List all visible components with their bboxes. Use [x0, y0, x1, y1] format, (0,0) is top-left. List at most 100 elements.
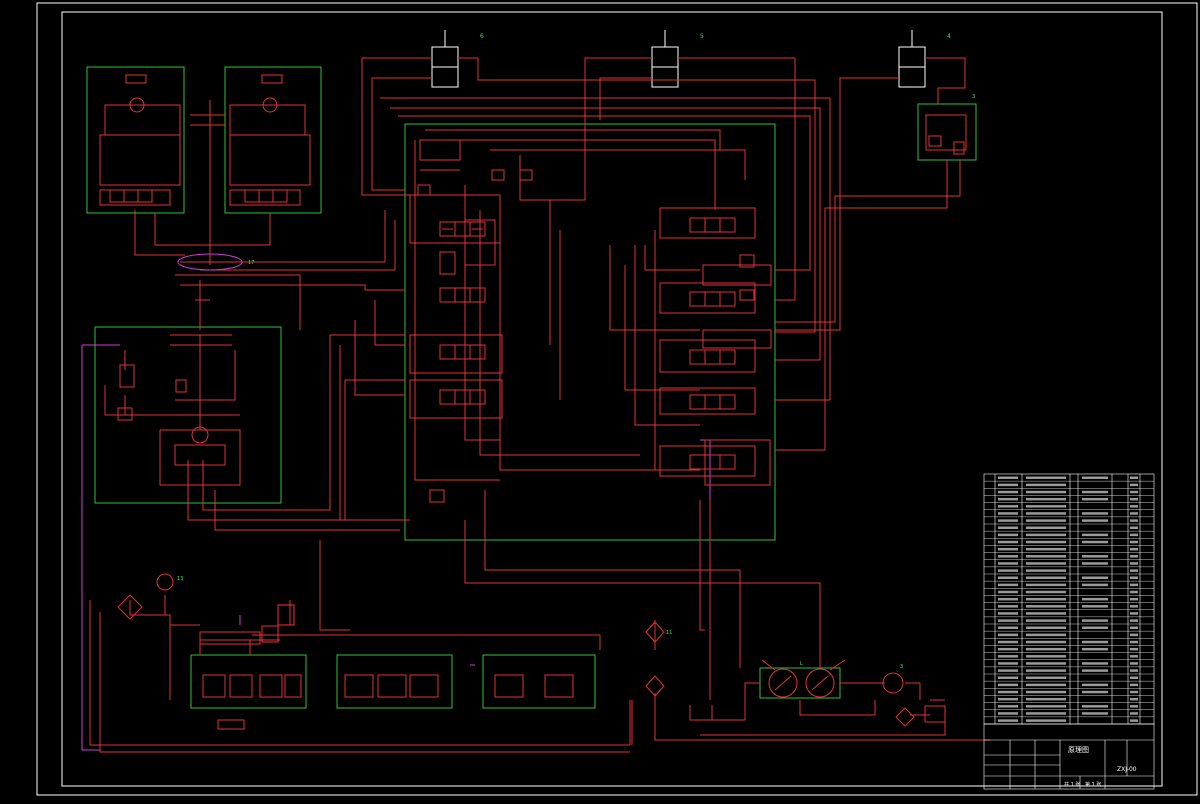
table-cell-mark: [1130, 676, 1138, 679]
table-cell-mark: [1130, 597, 1138, 601]
table-cell-mark: [1026, 662, 1066, 665]
valve-right-col-2: [689, 291, 736, 307]
table-cell-mark: [998, 612, 1018, 615]
table-cell-mark: [998, 512, 1018, 515]
drawing-number: ZXJ-00: [1117, 766, 1137, 773]
table-cell-mark: [998, 576, 1018, 579]
table-cell-mark: [1082, 540, 1108, 544]
table-cell-mark: [1026, 626, 1066, 629]
pump-group-label: L: [800, 661, 803, 667]
table-cell-mark: [998, 547, 1018, 551]
valve-left-col-4: [439, 389, 486, 405]
parts-list-rows: [984, 480, 1154, 718]
table-cell-mark: [1026, 483, 1066, 487]
table-cell-mark: [998, 669, 1018, 672]
table-cell-mark: [1026, 490, 1066, 494]
valve-right-col-3: [689, 349, 736, 365]
table-cell-mark: [1130, 605, 1138, 608]
table-cell-mark: [1026, 497, 1066, 501]
table-cell-mark: [1082, 597, 1108, 601]
pipe-bus: [177, 253, 243, 271]
table-cell-mark: [1026, 655, 1066, 658]
table-cell-mark: [998, 490, 1018, 494]
valve-right-col-4: [689, 394, 736, 410]
drawing-title: 原理图: [1068, 746, 1089, 754]
pump-1: [768, 668, 798, 698]
table-cell-mark: [1130, 583, 1138, 587]
table-cell-mark: [1026, 683, 1066, 687]
table-cell-mark: [1026, 676, 1066, 679]
table-cell-mark: [1026, 476, 1066, 479]
table-cell-mark: [1130, 697, 1138, 701]
table-cell-mark: [1026, 612, 1066, 615]
table-cell-mark: [998, 705, 1018, 708]
table-cell-mark: [1130, 519, 1138, 522]
table-cell-mark: [1026, 547, 1066, 551]
table-cell-mark: [1130, 633, 1138, 637]
valve-right-col-1: [689, 217, 736, 233]
pump-2: [805, 668, 835, 698]
table-cell-mark: [1082, 640, 1108, 644]
table-cell-mark: [998, 676, 1018, 679]
table-cell-mark: [1130, 490, 1138, 494]
table-cell-mark: [1130, 669, 1138, 672]
table-cell-mark: [1130, 562, 1138, 565]
valve-left-col-3: [439, 344, 486, 360]
table-cell-mark: [1026, 669, 1066, 672]
table-cell-mark: [1026, 597, 1066, 601]
table-cell-mark: [1082, 555, 1108, 558]
table-cell-mark: [1082, 497, 1108, 501]
table-cell-mark: [1130, 612, 1138, 615]
cylinder-b: [651, 30, 679, 88]
table-cell-mark: [1026, 705, 1066, 708]
table-cell-mark: [1026, 633, 1066, 637]
table-cell-mark: [1082, 562, 1108, 565]
table-cell-mark: [998, 619, 1018, 622]
table-cell-mark: [1026, 519, 1066, 522]
table-cell-mark: [1130, 540, 1138, 544]
table-cell-mark: [1026, 576, 1066, 579]
table-cell-mark: [998, 647, 1018, 651]
table-cell-mark: [998, 605, 1018, 608]
group-pump-pair: [759, 667, 841, 699]
table-cell-mark: [1130, 719, 1138, 722]
table-cell-mark: [1026, 569, 1066, 572]
accumulator-label: 13: [177, 576, 183, 582]
table-cell-mark: [998, 562, 1018, 565]
table-cell-mark: [1130, 505, 1138, 508]
table-cell-mark: [1082, 605, 1108, 608]
table-cell-mark: [998, 476, 1018, 479]
table-cell-mark: [1082, 533, 1108, 537]
table-cell-mark: [1082, 476, 1108, 479]
table-cell-mark: [1130, 576, 1138, 579]
table-cell-mark: [998, 533, 1018, 537]
bus-label: 17: [248, 260, 254, 266]
table-cell-mark: [1130, 547, 1138, 551]
table-cell-mark: [998, 483, 1018, 487]
table-cell-mark: [1026, 505, 1066, 508]
valve-right-number: 3: [972, 94, 975, 100]
group-main-valves: [404, 123, 776, 541]
group-bottom-3: [482, 654, 596, 709]
table-cell-mark: [998, 505, 1018, 508]
table-cell-mark: [998, 640, 1018, 644]
table-cell-mark: [1026, 690, 1066, 694]
table-cell-mark: [1130, 497, 1138, 501]
table-cell-mark: [1082, 576, 1108, 579]
table-cell-mark: [998, 712, 1018, 715]
cylinder-c-number: 4: [947, 33, 951, 40]
table-cell-mark: [1026, 555, 1066, 558]
table-cell-mark: [1082, 690, 1108, 694]
group-left-valve-1: [86, 66, 185, 214]
table-cell-mark: [998, 597, 1018, 601]
table-cell-mark: [1130, 483, 1138, 487]
table-cell-mark: [1026, 590, 1066, 594]
table-cell-mark: [1026, 605, 1066, 608]
table-cell-mark: [1026, 712, 1066, 715]
table-cell-mark: [998, 583, 1018, 587]
valve-left-col-2: [439, 287, 486, 303]
table-cell-mark: [1130, 655, 1138, 658]
table-cell-mark: [1130, 690, 1138, 694]
motor: [882, 672, 904, 694]
